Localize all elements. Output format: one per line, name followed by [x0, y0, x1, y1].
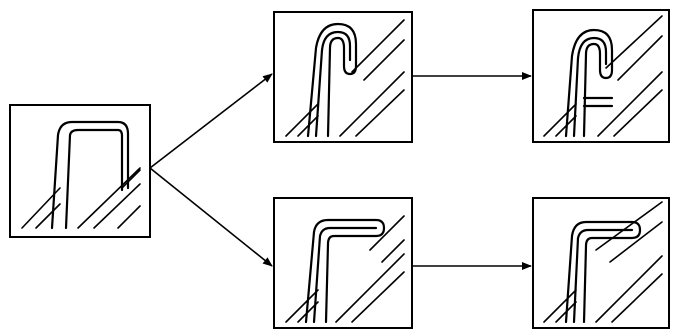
panel-upper-stage-1-shape	[306, 22, 358, 138]
arrow-initial-to-lower-stage-1	[149, 167, 273, 267]
panel-upper-stage-2-shape	[564, 28, 614, 138]
arrow-initial-to-upper-stage-1	[149, 73, 273, 169]
panel-lower-stage-2-hatching	[543, 201, 663, 323]
panel-upper-stage-2-lower-fold	[582, 96, 614, 108]
panel-upper-stage-1-frame	[273, 11, 413, 143]
panel-lower-stage-2-frame	[532, 197, 670, 329]
panel-upper-stage-2	[532, 9, 670, 143]
panel-lower-stage-1-shape	[304, 218, 386, 324]
panel-lower-stage-1-frame	[273, 197, 413, 329]
panel-lower-stage-2-shape	[564, 220, 642, 324]
panel-initial-profile-shape	[50, 120, 130, 230]
panel-lower-stage-1	[273, 197, 413, 329]
panel-lower-stage-2	[532, 197, 670, 329]
panel-upper-stage-1	[273, 11, 413, 143]
panel-initial-profile	[9, 104, 151, 238]
